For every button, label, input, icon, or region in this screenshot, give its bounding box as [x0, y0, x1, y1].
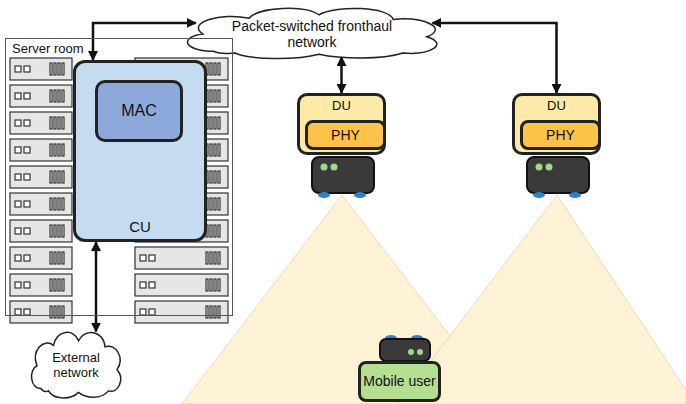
user-box: Mobile user [358, 361, 441, 402]
link-arrow [93, 23, 196, 60]
node-label: DU [547, 99, 566, 114]
phy-box: PHY [305, 120, 386, 150]
cu-box: CU MAC [73, 60, 207, 242]
node-label: DU [332, 99, 351, 114]
link-arrow [340, 57, 343, 93]
du-box: DU PHY [512, 93, 601, 155]
link-arrow [432, 23, 556, 93]
mac-box: MAC [95, 80, 183, 142]
server-room: Server roomCU MAC [5, 38, 233, 316]
radio-unit [312, 157, 374, 198]
node-label: MAC [121, 102, 157, 120]
network-cloud: External network [26, 324, 126, 400]
coverage-beam [398, 195, 686, 404]
network-cloud: Packet-switched fronthaul network [172, 2, 452, 60]
node-label: PHY [331, 127, 360, 143]
node-label: CU [129, 218, 151, 235]
user-device [380, 335, 430, 361]
server-racks [10, 58, 228, 323]
node-label: External network [38, 351, 114, 381]
node-label: Packet-switched fronthaul network [218, 18, 406, 50]
radio-unit [527, 157, 589, 198]
du-box: DU PHY [297, 93, 386, 155]
node-label: Mobile user [363, 373, 435, 389]
node-label: PHY [546, 127, 575, 143]
link-arrow [95, 242, 98, 332]
node-label: Server room [12, 42, 84, 57]
phy-box: PHY [520, 120, 601, 150]
